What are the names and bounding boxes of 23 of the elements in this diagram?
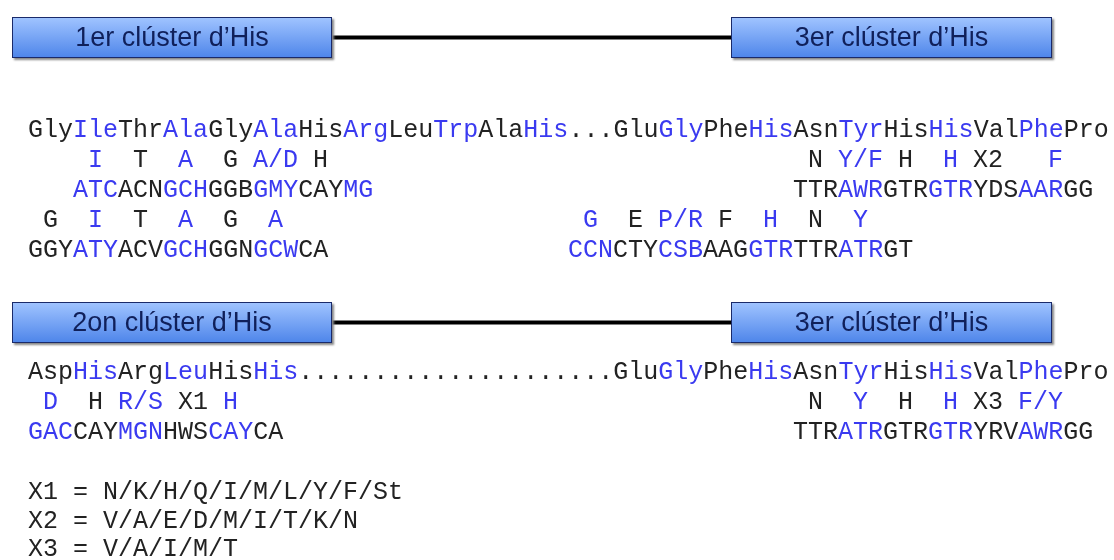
degeneracy-note: X1 = N/K/H/Q/I/M/L/Y/F/St xyxy=(28,479,404,507)
connector-line xyxy=(332,320,731,325)
amino-acid-row: N Y/F H H X2 F xyxy=(808,147,1064,175)
cluster-box: 1er clúster d’His xyxy=(12,17,332,58)
protein-sequence: AspHisArgLeuHisHis.....................GluGlyPheHisAsnTyrHisHisValPhePro xyxy=(28,359,1109,387)
cluster-box: 3er clúster d’His xyxy=(731,17,1052,58)
amino-acid-row: D H R/S X1 H xyxy=(43,389,239,417)
primer-sequence: GGYATYACVGCHGGNGCWCA xyxy=(28,237,329,265)
cluster-box: 3er clúster d’His xyxy=(731,302,1052,343)
amino-acid-row: N Y H H X3 F/Y xyxy=(808,389,1064,417)
primer-sequence: ATCACNGCHGGBGMYCAYMG xyxy=(73,177,374,205)
degeneracy-note: X3 = V/A/I/M/T xyxy=(28,536,239,560)
degeneracy-note: X2 = V/A/E/D/M/I/T/K/N xyxy=(28,508,359,536)
primer-sequence: CCNCTYCSBAAGGTRTTRATRGT xyxy=(568,237,914,265)
amino-acid-row: I T A G A/D H xyxy=(88,147,329,175)
primer-sequence: TTRATRGTRGTRYRVAWRGG xyxy=(793,419,1094,447)
connector-line xyxy=(332,35,731,40)
protein-sequence: GlyIleThrAlaGlyAlaHisArgLeuTrpAlaHis...GluGlyPheHisAsnTyrHisHisValPhePro xyxy=(28,117,1109,145)
primer-sequence: TTRAWRGTRGTRYDSAARGG xyxy=(793,177,1094,205)
amino-acid-row: G E P/R F H N Y xyxy=(583,207,869,235)
primer-sequence: GACCAYMGNHWSCAYCA xyxy=(28,419,284,447)
amino-acid-row: G I T A G A xyxy=(43,207,284,235)
cluster-box: 2on clúster d’His xyxy=(12,302,332,343)
